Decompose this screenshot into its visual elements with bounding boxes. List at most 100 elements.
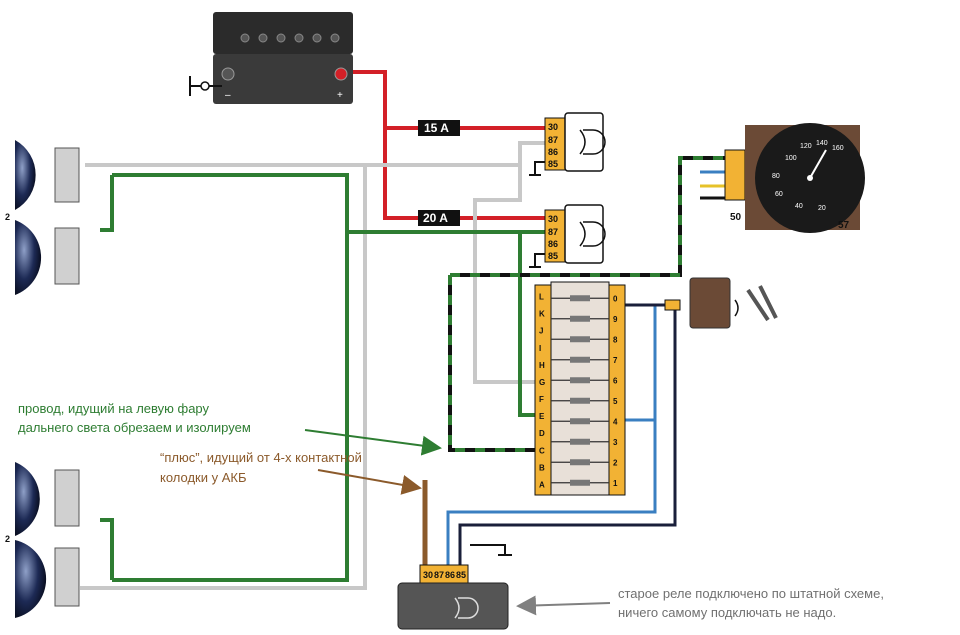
relay-mid-pin-85: 85 <box>548 251 558 261</box>
fuse-element <box>570 459 590 466</box>
fuse-letter-label: H <box>539 361 545 370</box>
relay-mid-pin-30: 30 <box>548 214 558 224</box>
relay-new: 30 87 86 85 <box>397 544 512 630</box>
ground-symbol <box>470 544 512 556</box>
headlight-top-2 <box>15 220 80 295</box>
battery-plus-label: + <box>337 90 343 101</box>
relay-new-pin-87: 87 <box>434 570 444 580</box>
fuse-letter-label: E <box>539 412 545 421</box>
wire-dashed-gauge-g <box>450 156 728 277</box>
gauge-tick-100: 100 <box>785 155 797 162</box>
fuse-15a: 15 A <box>418 120 460 136</box>
headlight-bottom-number: 2 <box>5 534 10 544</box>
wire-dashed-left-g <box>448 275 535 452</box>
gauge-tick-140: 140 <box>816 140 828 147</box>
fuse-15a-label: 15 A <box>424 121 449 135</box>
fuse-letter-label: A <box>539 480 545 489</box>
fuse-letter-label: B <box>539 463 545 472</box>
gauge-tick-40: 40 <box>795 203 803 210</box>
wire-green-lamp-top <box>100 175 114 232</box>
wires <box>80 70 728 590</box>
fuse-number-label: 9 <box>613 315 618 324</box>
relay-mid: 30 87 86 85 <box>529 204 606 268</box>
fuse-element <box>570 479 590 486</box>
headlight-top-1 <box>15 140 80 210</box>
fuse-20a-label: 20 A <box>423 211 448 225</box>
gauge-label-57: 57 <box>838 220 850 231</box>
relay-top-pin-86: 86 <box>548 147 558 157</box>
battery-minus-label: – <box>225 90 231 101</box>
relay-top-pin-30: 30 <box>548 122 558 132</box>
speedometer-needle <box>809 149 827 179</box>
wire-red-15a <box>345 70 545 130</box>
fuse-element <box>570 315 590 322</box>
headlight-icon <box>454 597 479 619</box>
fuse-element <box>570 438 590 445</box>
headlight-switch <box>664 277 778 329</box>
fuse-element <box>570 377 590 384</box>
fuse-letter-label: J <box>539 327 543 336</box>
fuse-20a: 20 A <box>418 210 460 226</box>
beam-icon <box>734 299 739 317</box>
headlight-icon <box>579 221 606 247</box>
wire-blue-relay <box>446 420 657 565</box>
gauge-tick-60: 60 <box>775 191 783 198</box>
fuse-letter-label: C <box>539 446 545 455</box>
gauge-tick-160: 160 <box>832 145 844 152</box>
fuse-number-label: 0 <box>613 294 618 303</box>
arrow-gray <box>516 595 611 616</box>
battery: – + <box>189 12 353 104</box>
headlight-bot-1 <box>15 462 80 536</box>
annotation-gray-line2: ничего самому подключать не надо. <box>618 605 836 620</box>
fuse-number-label: 3 <box>613 438 618 447</box>
wire-green-fuse <box>518 232 535 417</box>
wire-green-lamp-bot <box>100 518 114 580</box>
battery-minus-terminal <box>221 67 235 81</box>
gauge-tick-80: 80 <box>772 173 780 180</box>
gauge-label-50: 50 <box>730 212 742 223</box>
annotation-gray-line1: старое реле подключено по штатной схеме, <box>618 586 884 601</box>
fuse-number-label: 6 <box>613 376 618 385</box>
ground-symbol <box>529 253 545 268</box>
wire-gray-fuse <box>473 143 535 384</box>
gauge-tick-120: 120 <box>800 143 812 150</box>
battery-plus-terminal <box>334 67 348 81</box>
wire-dashed-left <box>448 275 535 452</box>
fuse-letter-label: D <box>539 429 545 438</box>
fuse-element <box>570 295 590 302</box>
arrow-brown <box>317 469 422 495</box>
fuse-letter-label: F <box>539 395 544 404</box>
fuse-number-label: 4 <box>613 417 618 426</box>
fuse-number-label: 7 <box>613 356 618 365</box>
fuse-element <box>570 418 590 425</box>
fuse-letter-label: I <box>539 344 541 353</box>
fuse-element <box>570 356 590 363</box>
fuse-letter-label: L <box>539 293 544 302</box>
relay-new-pin-85: 85 <box>456 570 466 580</box>
arrow-green <box>304 429 442 456</box>
wire-blue-switch <box>625 303 668 422</box>
wire-gray-right <box>80 165 367 590</box>
wire-gray-top <box>85 141 545 167</box>
relay-new-pin-86: 86 <box>445 570 455 580</box>
wire-navy <box>458 303 677 565</box>
fuse-element <box>570 397 590 404</box>
fuse-number-label: 8 <box>613 335 618 344</box>
relay-new-pin-30: 30 <box>423 570 433 580</box>
speedometer: 100 120 140 160 80 60 40 20 50 57 <box>724 123 865 233</box>
ground-symbol <box>529 161 545 176</box>
annotation-brown-line2: колодки у АКБ <box>160 470 247 485</box>
switch-lever-icon <box>746 285 778 322</box>
annotation-green-line2: дальнего света обрезаем и изолируем <box>18 420 251 435</box>
annotation-brown-line1: “плюс”, идущий от 4-х контактной <box>160 450 362 465</box>
fuse-number-label: 2 <box>613 458 618 467</box>
wire-green-main <box>112 173 349 582</box>
relay-mid-pin-86: 86 <box>548 239 558 249</box>
gauge-tick-20: 20 <box>818 205 826 212</box>
headlight-bot-2 <box>15 540 80 618</box>
relay-top-pin-85: 85 <box>548 159 558 169</box>
fuse-letter-label: G <box>539 378 545 387</box>
